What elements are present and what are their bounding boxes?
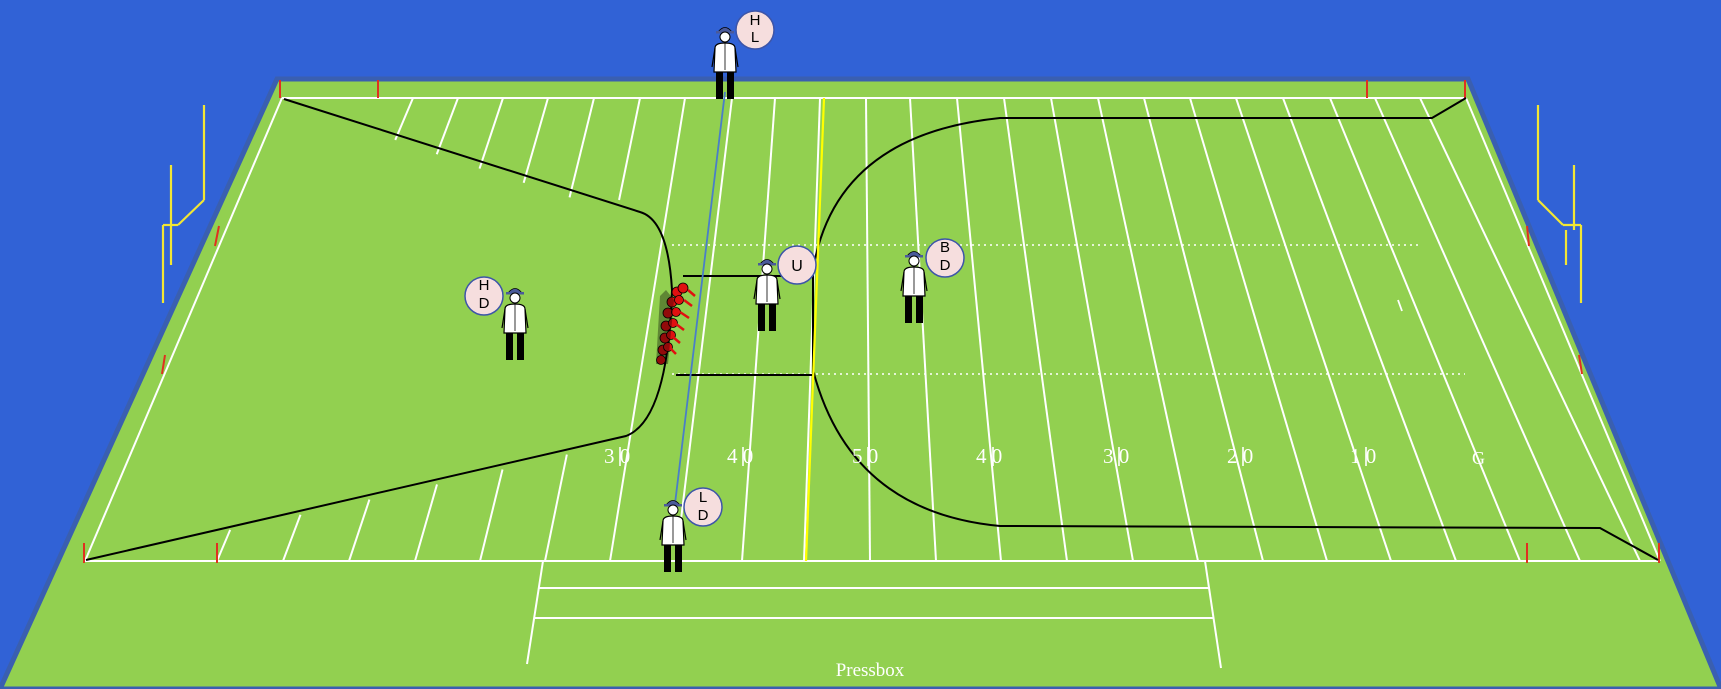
badge-line-2: L bbox=[751, 29, 759, 46]
badge-line-2: D bbox=[479, 295, 490, 312]
badge-line-2: D bbox=[698, 507, 709, 524]
yard-number-50: 5 0 bbox=[852, 444, 878, 468]
pressbox-label: Pressbox bbox=[836, 660, 905, 681]
badge-line-1: L bbox=[699, 489, 707, 506]
yard-number-30-left: 3 0 bbox=[604, 444, 630, 468]
yard-number-30-right: 3 0 bbox=[1103, 444, 1129, 468]
yard-number-20-right: 2 0 bbox=[1227, 444, 1253, 468]
badge-line-1: H bbox=[750, 12, 761, 29]
yard-number-10-right: 1 0 bbox=[1350, 444, 1376, 468]
playing-field bbox=[0, 79, 1721, 689]
yard-number-40-right: 4 0 bbox=[976, 444, 1002, 468]
badge-line-1: H bbox=[479, 277, 490, 294]
badge-line-2: D bbox=[940, 257, 951, 274]
goal-line-label: G bbox=[1472, 448, 1485, 468]
badge-line-1: B bbox=[940, 239, 950, 256]
badge-line-1: U bbox=[791, 258, 803, 275]
yard-number-40-left: 4 0 bbox=[727, 444, 753, 468]
